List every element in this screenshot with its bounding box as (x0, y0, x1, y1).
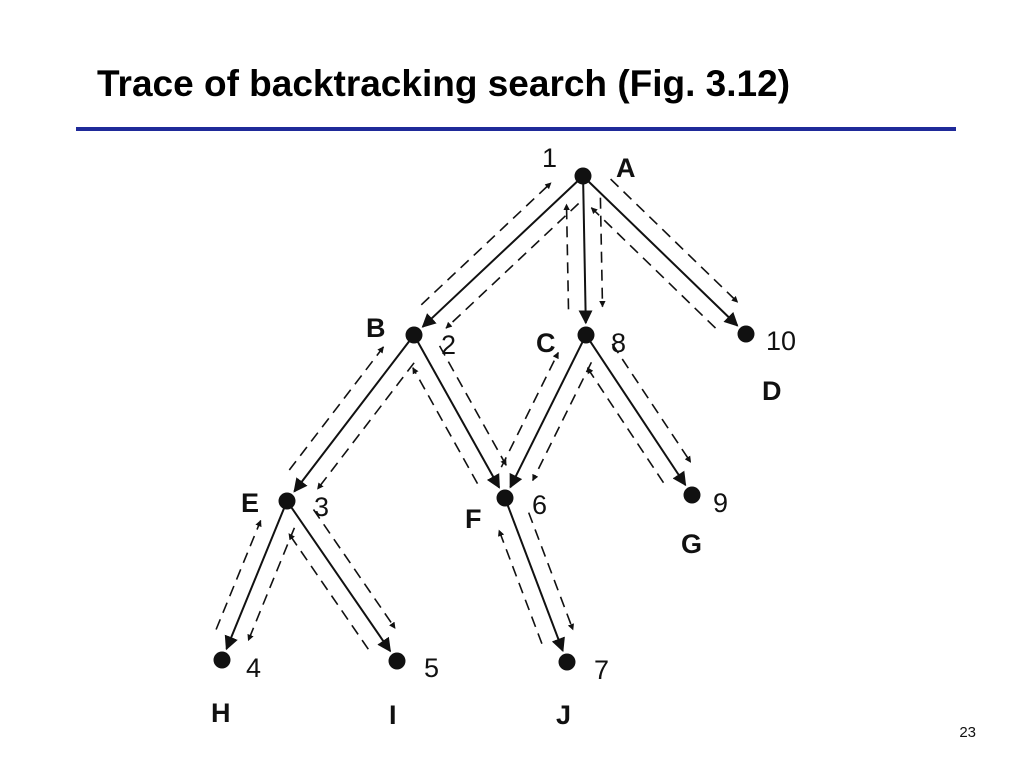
edge-b-f (417, 341, 501, 489)
node-label-f: F (465, 504, 482, 534)
visit-order-h: 4 (246, 653, 261, 683)
slide-number: 23 (959, 724, 976, 741)
trace-down-b-e (316, 362, 415, 490)
trace-up-f-j (498, 529, 543, 644)
visit-order-g: 9 (713, 488, 728, 518)
node-dot-a (574, 167, 592, 185)
visit-order-f: 6 (532, 490, 547, 520)
node-dot-b (405, 326, 423, 344)
slide-title: Trace of backtracking search (Fig. 3.12) (97, 63, 791, 104)
trace-up-c-g (586, 367, 665, 484)
node-dot-c (577, 326, 595, 344)
edge-a-d (588, 180, 739, 327)
trace-down-c-f (531, 361, 593, 482)
visit-order-i: 5 (424, 653, 439, 683)
trace-down-a-b (445, 202, 580, 329)
node-label-d: D (762, 376, 782, 406)
node-label-e: E (241, 488, 259, 518)
tree-edges (224, 180, 739, 653)
node-label-c: C (536, 328, 556, 358)
node-label-h: H (211, 698, 231, 728)
edge-e-i (290, 507, 392, 653)
node-dot-f (496, 489, 514, 507)
node-label-a: A (616, 153, 636, 183)
node-dot-e (278, 492, 296, 510)
backtracking-trace (215, 178, 739, 650)
tree-nodes (213, 167, 755, 671)
trace-down-f-j (527, 512, 574, 631)
trace-down-b-f (438, 345, 507, 466)
trace-down-a-d (610, 178, 739, 303)
trace-up-a-c (563, 203, 570, 310)
node-label-i: I (389, 700, 397, 730)
edge-f-j (506, 505, 565, 653)
trace-down-e-i (312, 509, 396, 629)
edge-c-g (589, 341, 687, 487)
edge-a-c (578, 183, 593, 325)
node-dot-d (737, 325, 755, 343)
node-dot-i (388, 652, 406, 670)
trace-down-c-g (611, 343, 692, 463)
node-label-b: B (366, 313, 386, 343)
node-dot-j (558, 653, 576, 671)
trace-up-b-f (412, 367, 479, 484)
visit-order-d: 10 (766, 326, 796, 356)
visit-order-b: 2 (441, 330, 456, 360)
visit-order-c: 8 (611, 328, 626, 358)
trace-up-b-e (288, 346, 385, 471)
trace-up-e-h (215, 519, 262, 630)
visit-order-j: 7 (594, 655, 609, 685)
node-dot-g (683, 486, 701, 504)
title-divider (76, 127, 956, 131)
edge-a-b (421, 180, 578, 328)
trace-up-a-d (590, 207, 717, 329)
edge-b-e (293, 340, 410, 493)
trace-up-a-b (420, 182, 552, 306)
trace-up-e-i (288, 533, 369, 650)
node-label-j: J (556, 700, 571, 730)
visit-order-a: 1 (542, 143, 557, 173)
node-dot-h (213, 651, 231, 669)
edge-c-f (509, 341, 584, 489)
visit-order-e: 3 (314, 492, 329, 522)
trace-down-a-c (599, 197, 606, 308)
node-label-g: G (681, 529, 702, 559)
trace-up-c-f (500, 351, 560, 468)
trace-down-e-h (247, 527, 296, 642)
edge-e-h (224, 508, 285, 651)
